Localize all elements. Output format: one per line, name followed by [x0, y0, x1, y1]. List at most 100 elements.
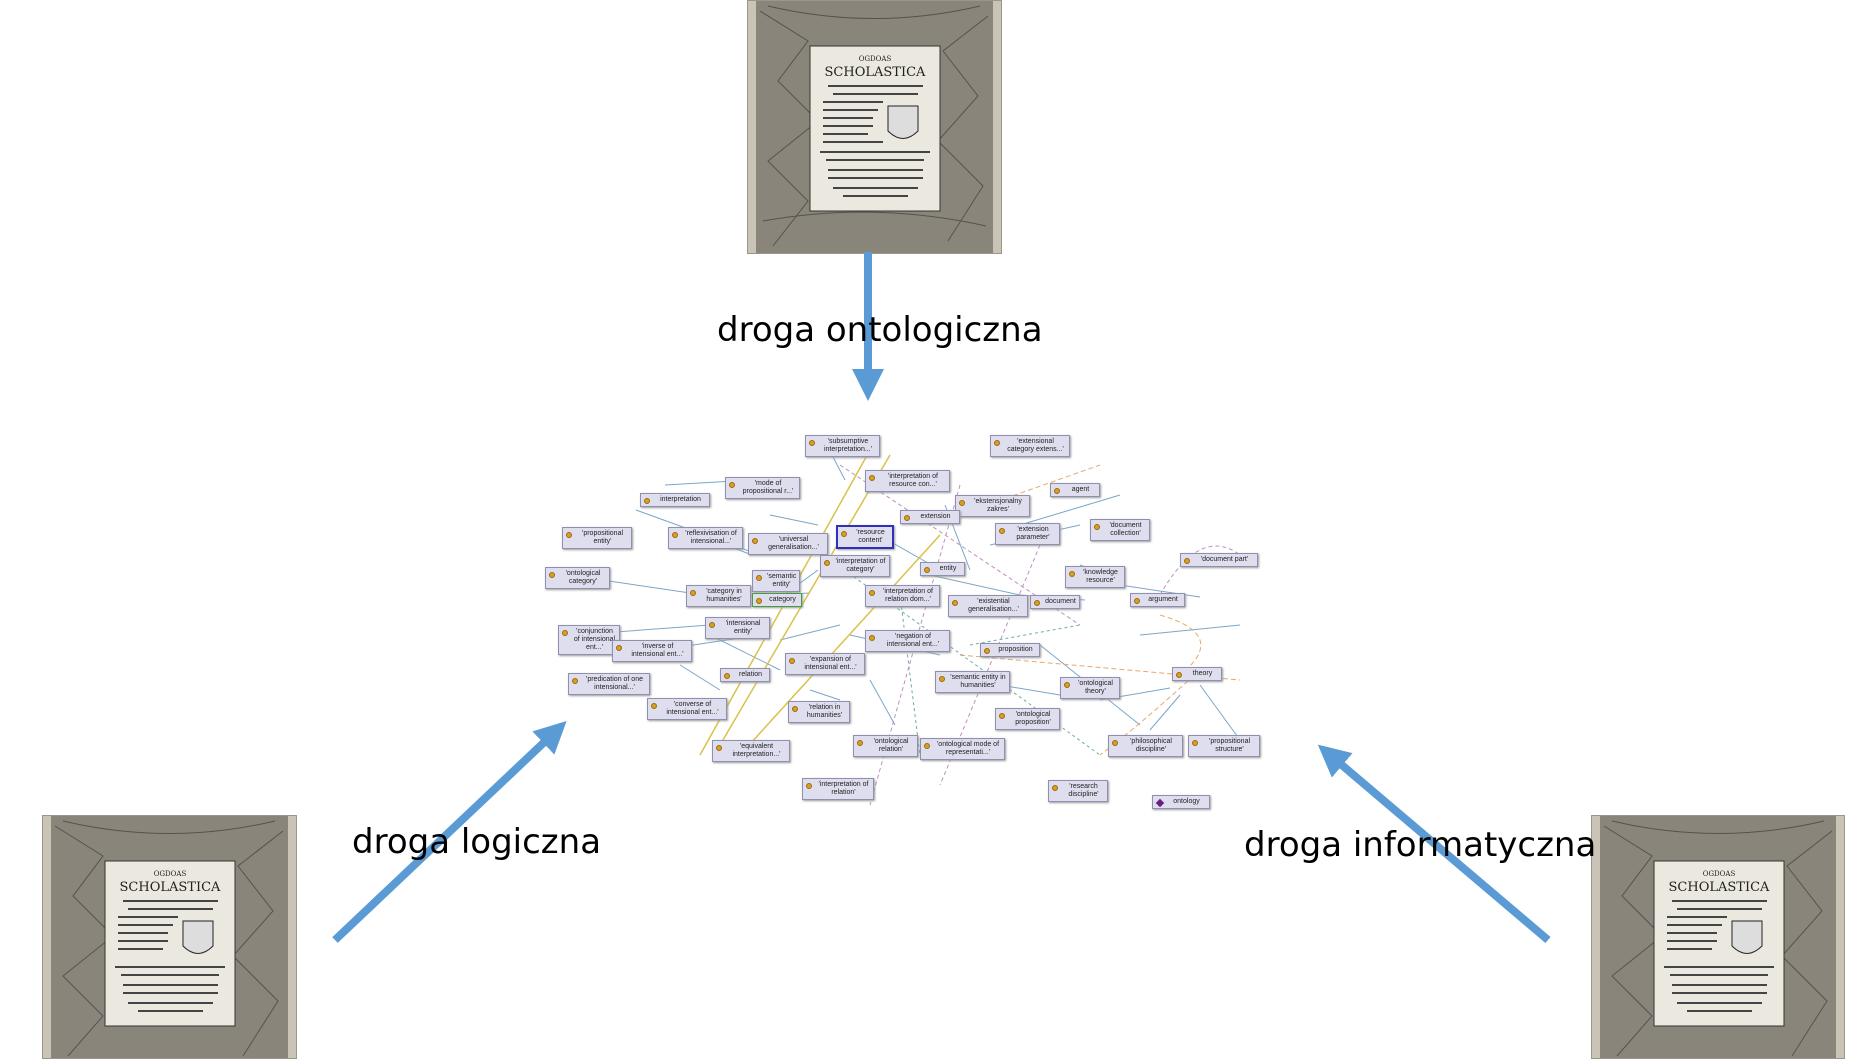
graph-node: 'negation of intensional ent...' — [865, 630, 950, 652]
graph-node-label: 'interpretation of category' — [835, 558, 886, 573]
class-icon — [690, 590, 696, 596]
graph-node: 'propositional entity' — [562, 527, 632, 549]
class-icon — [789, 658, 795, 664]
graph-node-label: 'conjunction of intensional ent...' — [573, 628, 616, 651]
graph-node: 'semantic entity' — [752, 570, 800, 592]
class-icon — [724, 673, 730, 679]
graph-node: 'ontological relation' — [853, 735, 918, 757]
graph-node-label: 'ontological proposition' — [1015, 711, 1051, 726]
graph-node: 'ontological proposition' — [995, 708, 1060, 730]
book-engraving-top: OGDOAS SCHOLASTICA — [748, 1, 1001, 253]
graph-node-label: 'subsumptive interpretation...' — [823, 438, 873, 453]
class-icon — [994, 440, 1000, 446]
book-image-right: OGDOAS SCHOLASTICA — [1591, 815, 1845, 1059]
graph-node-label: ontology — [1173, 798, 1200, 805]
graph-node-label: document — [1045, 598, 1076, 605]
graph-node: 'inverse of intensional ent...' — [612, 640, 692, 662]
graph-node-label: 'inverse of intensional ent...' — [631, 643, 684, 658]
graph-node-label: 'interpretation of relation dom...' — [883, 588, 933, 603]
graph-node: 'converse of intensional ent...' — [647, 698, 727, 720]
graph-node-label: 'ontological mode of representati...' — [936, 741, 1000, 756]
graph-node-label: argument — [1148, 596, 1178, 603]
class-icon — [549, 572, 555, 578]
graph-node-label: entity — [939, 565, 957, 572]
book-engraving-right: OGDOAS SCHOLASTICA — [1592, 816, 1844, 1058]
class-icon — [562, 630, 568, 636]
graph-node: 'extensional category extens...' — [990, 435, 1070, 457]
graph-node: 'relation in humanities' — [788, 701, 850, 723]
graph-node: 'existential generalisation...' — [948, 595, 1028, 617]
graph-node: ontology — [1152, 795, 1210, 809]
graph-node-label: 'ontological relation' — [873, 738, 909, 753]
graph-node: 'interpretation of relation dom...' — [865, 585, 940, 607]
class-icon — [651, 703, 657, 709]
book-image-top: OGDOAS SCHOLASTICA — [747, 0, 1002, 254]
graph-node-label: proposition — [998, 646, 1033, 653]
class-icon — [792, 706, 798, 712]
class-icon — [984, 648, 990, 654]
graph-node: 'document collection' — [1090, 519, 1150, 541]
graph-node: category — [752, 593, 802, 607]
class-icon — [1192, 740, 1198, 746]
graph-node: 'predication of one intensional...' — [568, 673, 650, 695]
graph-node: 'interpretation of category' — [820, 555, 890, 577]
graph-node: 'ontological mode of representati...' — [920, 738, 1005, 760]
graph-node-label: 'existential generalisation...' — [968, 598, 1019, 613]
class-icon — [1184, 558, 1190, 564]
book-engraving-left: OGDOAS SCHOLASTICA — [43, 816, 296, 1058]
class-icon — [999, 713, 1005, 719]
class-icon — [1034, 600, 1040, 606]
graph-node: 'subsumptive interpretation...' — [805, 435, 880, 457]
class-icon — [904, 515, 910, 521]
graph-node-label: 'converse of intensional ent...' — [666, 701, 719, 716]
class-icon — [1112, 740, 1118, 746]
graph-node: 'conjunction of intensional ent...' — [558, 625, 620, 655]
label-informatic-route: droga informatyczna — [1244, 825, 1597, 865]
graph-node-label: 'predication of one intensional...' — [586, 676, 643, 691]
ontology-graph: 'subsumptive interpretation...' 'extensio… — [540, 425, 1260, 810]
graph-node-label: 'semantic entity in humanities' — [950, 674, 1006, 689]
class-icon — [1052, 785, 1058, 791]
svg-text:SCHOLASTICA: SCHOLASTICA — [120, 880, 222, 895]
graph-node: 'category in humanities' — [686, 585, 751, 607]
graph-node-label: 'interpretation of relation' — [818, 781, 869, 796]
graph-node-label: 'ontological category' — [565, 570, 601, 585]
class-icon — [952, 600, 958, 606]
class-icon — [756, 598, 762, 604]
graph-node: interpretation — [640, 493, 710, 507]
graph-node-label: 'expansion of intensional ent...' — [804, 656, 857, 671]
graph-node-label: 'philosophical discipline' — [1130, 738, 1172, 753]
class-icon — [857, 740, 863, 746]
individual-icon — [1155, 798, 1165, 808]
class-icon — [924, 743, 930, 749]
graph-node-label: theory — [1192, 670, 1213, 677]
class-icon — [709, 622, 715, 628]
graph-node-label: 'research discipline' — [1068, 783, 1099, 798]
graph-node: 'extension parameter' — [995, 523, 1060, 545]
class-icon — [566, 532, 572, 538]
graph-node-label: 'document part' — [1200, 556, 1249, 563]
graph-node: 'mode of propositional r...' — [725, 477, 800, 499]
class-icon — [999, 528, 1005, 534]
graph-node-label: 'resource content' — [856, 529, 885, 544]
graph-node-label: 'extensional category extens...' — [1007, 438, 1064, 453]
graph-node: argument — [1130, 593, 1185, 607]
graph-node-label: category — [769, 596, 796, 603]
class-icon — [869, 475, 875, 481]
label-ontological-route: droga ontologiczna — [717, 310, 1043, 350]
graph-node: 'philosophical discipline' — [1108, 735, 1183, 757]
class-icon — [1094, 524, 1100, 530]
class-icon — [1054, 488, 1060, 494]
graph-node-label: relation — [739, 671, 762, 678]
graph-node-label: 'universal generalisation...' — [768, 536, 819, 551]
graph-node: 'expansion of intensional ent...' — [785, 653, 865, 675]
svg-text:SCHOLASTICA: SCHOLASTICA — [825, 65, 927, 80]
graph-node-label: 'propositional structure' — [1208, 738, 1251, 753]
graph-node: extension — [900, 510, 960, 524]
graph-node: 'knowledge resource' — [1065, 566, 1125, 588]
class-icon — [959, 500, 965, 506]
graph-node: theory — [1172, 667, 1222, 681]
graph-node: 'interpretation of resource con...' — [865, 470, 950, 492]
graph-node: 'ontological category' — [545, 567, 610, 589]
graph-node: 'research discipline' — [1048, 780, 1108, 802]
